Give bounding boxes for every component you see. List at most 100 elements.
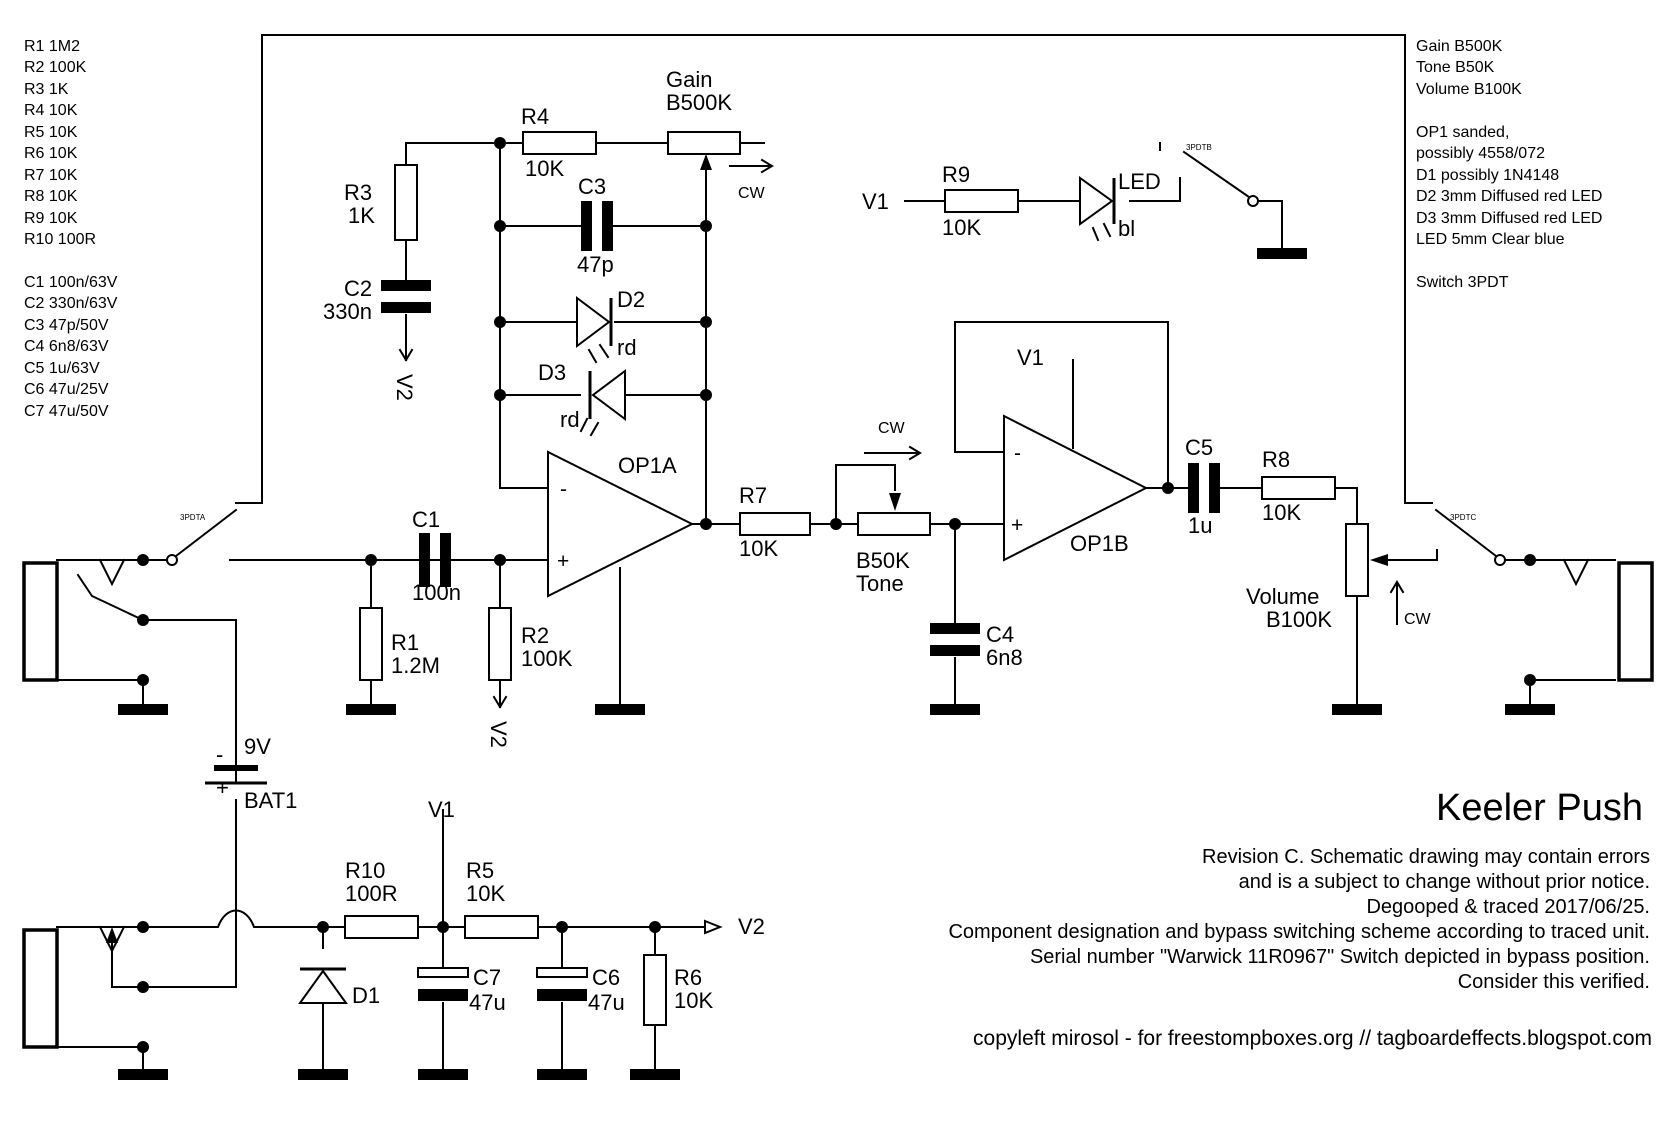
capacitor-c6 <box>536 967 588 978</box>
resistor-r7 <box>739 512 811 536</box>
notes-list: OP1 sanded, possibly 4558/072 D1 possibl… <box>1416 124 1602 291</box>
label-v1-supply: V1 <box>428 797 455 822</box>
capacitor-c4 <box>930 623 980 634</box>
parts-item: R1 1M2 <box>24 38 80 55</box>
ground-symbol <box>118 704 168 715</box>
parts-item: R2 100K <box>24 59 87 76</box>
label-switch-a: 3PDTA <box>180 513 206 522</box>
label-r7: R7 <box>739 483 767 508</box>
label-d2: D2 <box>617 287 645 312</box>
label-c3: C3 <box>578 174 606 199</box>
resistor-r10 <box>344 915 419 939</box>
label-volume: Volume <box>1246 584 1319 609</box>
capacitor-c3 <box>581 201 592 251</box>
label-c1-value: 100n <box>412 580 461 605</box>
switch-3pdtb <box>1159 142 1259 207</box>
revision-line: Revision C. Schematic drawing may contai… <box>1202 846 1650 868</box>
label-c4-value: 6n8 <box>986 645 1023 670</box>
label-v1-op1b: V1 <box>1017 345 1044 370</box>
junction-dots <box>137 137 1536 1053</box>
revision-notes: Revision C. Schematic drawing may contai… <box>948 846 1650 993</box>
capacitor-c7 <box>417 967 469 978</box>
junction-dot <box>494 389 506 401</box>
junction-dot <box>830 518 842 530</box>
revision-line: Serial number "Warwick 11R0967" Switch d… <box>1030 946 1650 968</box>
junction-dot <box>649 921 661 933</box>
switch-note: Switch 3PDT <box>1416 274 1509 291</box>
junction-dot <box>700 316 712 328</box>
ground-symbol <box>630 1069 680 1080</box>
resistor-r1 <box>359 607 383 681</box>
label-c5-value: 1u <box>1188 513 1212 538</box>
label-r6: R6 <box>674 965 702 990</box>
label-d3: D3 <box>538 360 566 385</box>
label-c5: C5 <box>1185 435 1213 460</box>
label-c2-value: 330n <box>323 299 372 324</box>
notes-item: D2 3mm Diffused red LED <box>1416 188 1602 205</box>
notes-item: D1 possibly 1N4148 <box>1416 167 1559 184</box>
label-v2-r2: V2 <box>486 721 511 748</box>
label-op1b: OP1B <box>1070 531 1129 556</box>
label-r1-value: 1.2M <box>391 653 440 678</box>
caps-list: C1 100n/63V C2 330n/63V C3 47p/50V C4 6n… <box>24 274 118 420</box>
junction-dot <box>494 137 506 149</box>
label-battery-plus: + <box>216 775 229 800</box>
junction-dot <box>494 554 506 566</box>
label-cw-volume: CW <box>1404 611 1432 628</box>
gain-pot <box>667 131 774 174</box>
label-op1a: OP1A <box>618 453 677 478</box>
capacitor-c5 <box>1188 463 1199 513</box>
opamp-op1b: - + <box>1003 414 1149 562</box>
svg-text:+: + <box>1011 514 1023 537</box>
caps-item: C4 6n8/63V <box>24 338 109 355</box>
volume-pot <box>1345 523 1405 625</box>
diode-d1 <box>298 969 348 1004</box>
parts-item: R7 10K <box>24 167 78 184</box>
label-c7-value: 47u <box>469 990 506 1015</box>
label-r6-value: 10K <box>674 988 713 1013</box>
credits: copyleft mirosol - for freestompboxes.or… <box>973 1027 1652 1050</box>
pots-item: Tone B50K <box>1416 59 1495 76</box>
junction-dot <box>700 220 712 232</box>
diode-d2 <box>576 296 611 348</box>
switch-3pdtc <box>1434 508 1531 566</box>
notes-item: possibly 4558/072 <box>1416 145 1545 162</box>
label-r3: R3 <box>344 180 372 205</box>
label-c7: C7 <box>473 965 501 990</box>
caps-item: C1 100n/63V <box>24 274 118 291</box>
pots-item: Volume B100K <box>1416 81 1522 98</box>
junction-dot <box>1524 674 1536 686</box>
junction-dot <box>137 614 149 626</box>
label-tone: Tone <box>856 571 904 596</box>
label-r1: R1 <box>391 630 419 655</box>
parts-list: R1 1M2 R2 100K R3 1K R4 10K R5 10K R6 10… <box>24 38 96 248</box>
resistor-r6 <box>643 954 667 1026</box>
resistor-r5 <box>464 915 539 939</box>
label-r8: R8 <box>1262 447 1290 472</box>
parts-item: R10 100R <box>24 231 96 248</box>
pots-list: Gain B500K Tone B50K Volume B100K <box>1416 38 1522 98</box>
label-switch-c: 3PDTC <box>1450 513 1476 522</box>
diode-d3 <box>591 369 626 421</box>
label-cw-gain: CW <box>738 185 766 202</box>
label-r2: R2 <box>521 623 549 648</box>
resistor-r8 <box>1261 476 1336 500</box>
ground-symbol <box>1257 248 1307 259</box>
label-gain: Gain <box>666 67 712 92</box>
notes-item: D3 3mm Diffused red LED <box>1416 210 1602 227</box>
label-r10: R10 <box>345 858 385 883</box>
diode-led <box>1079 176 1114 226</box>
parts-item: R9 10K <box>24 210 78 227</box>
resistor-r4 <box>522 131 597 155</box>
parts-item: R3 1K <box>24 81 69 98</box>
input-jack <box>22 558 126 682</box>
parts-item: R4 10K <box>24 102 78 119</box>
label-r4: R4 <box>521 104 549 129</box>
diodes <box>298 176 1116 1004</box>
resistor-r2 <box>488 607 512 681</box>
label-switch-b: 3PDTB <box>1186 143 1212 152</box>
label-d2-color: rd <box>617 335 637 360</box>
label-r8-value: 10K <box>1262 500 1301 525</box>
junction-dot <box>317 921 329 933</box>
label-r2-value: 100K <box>521 646 573 671</box>
